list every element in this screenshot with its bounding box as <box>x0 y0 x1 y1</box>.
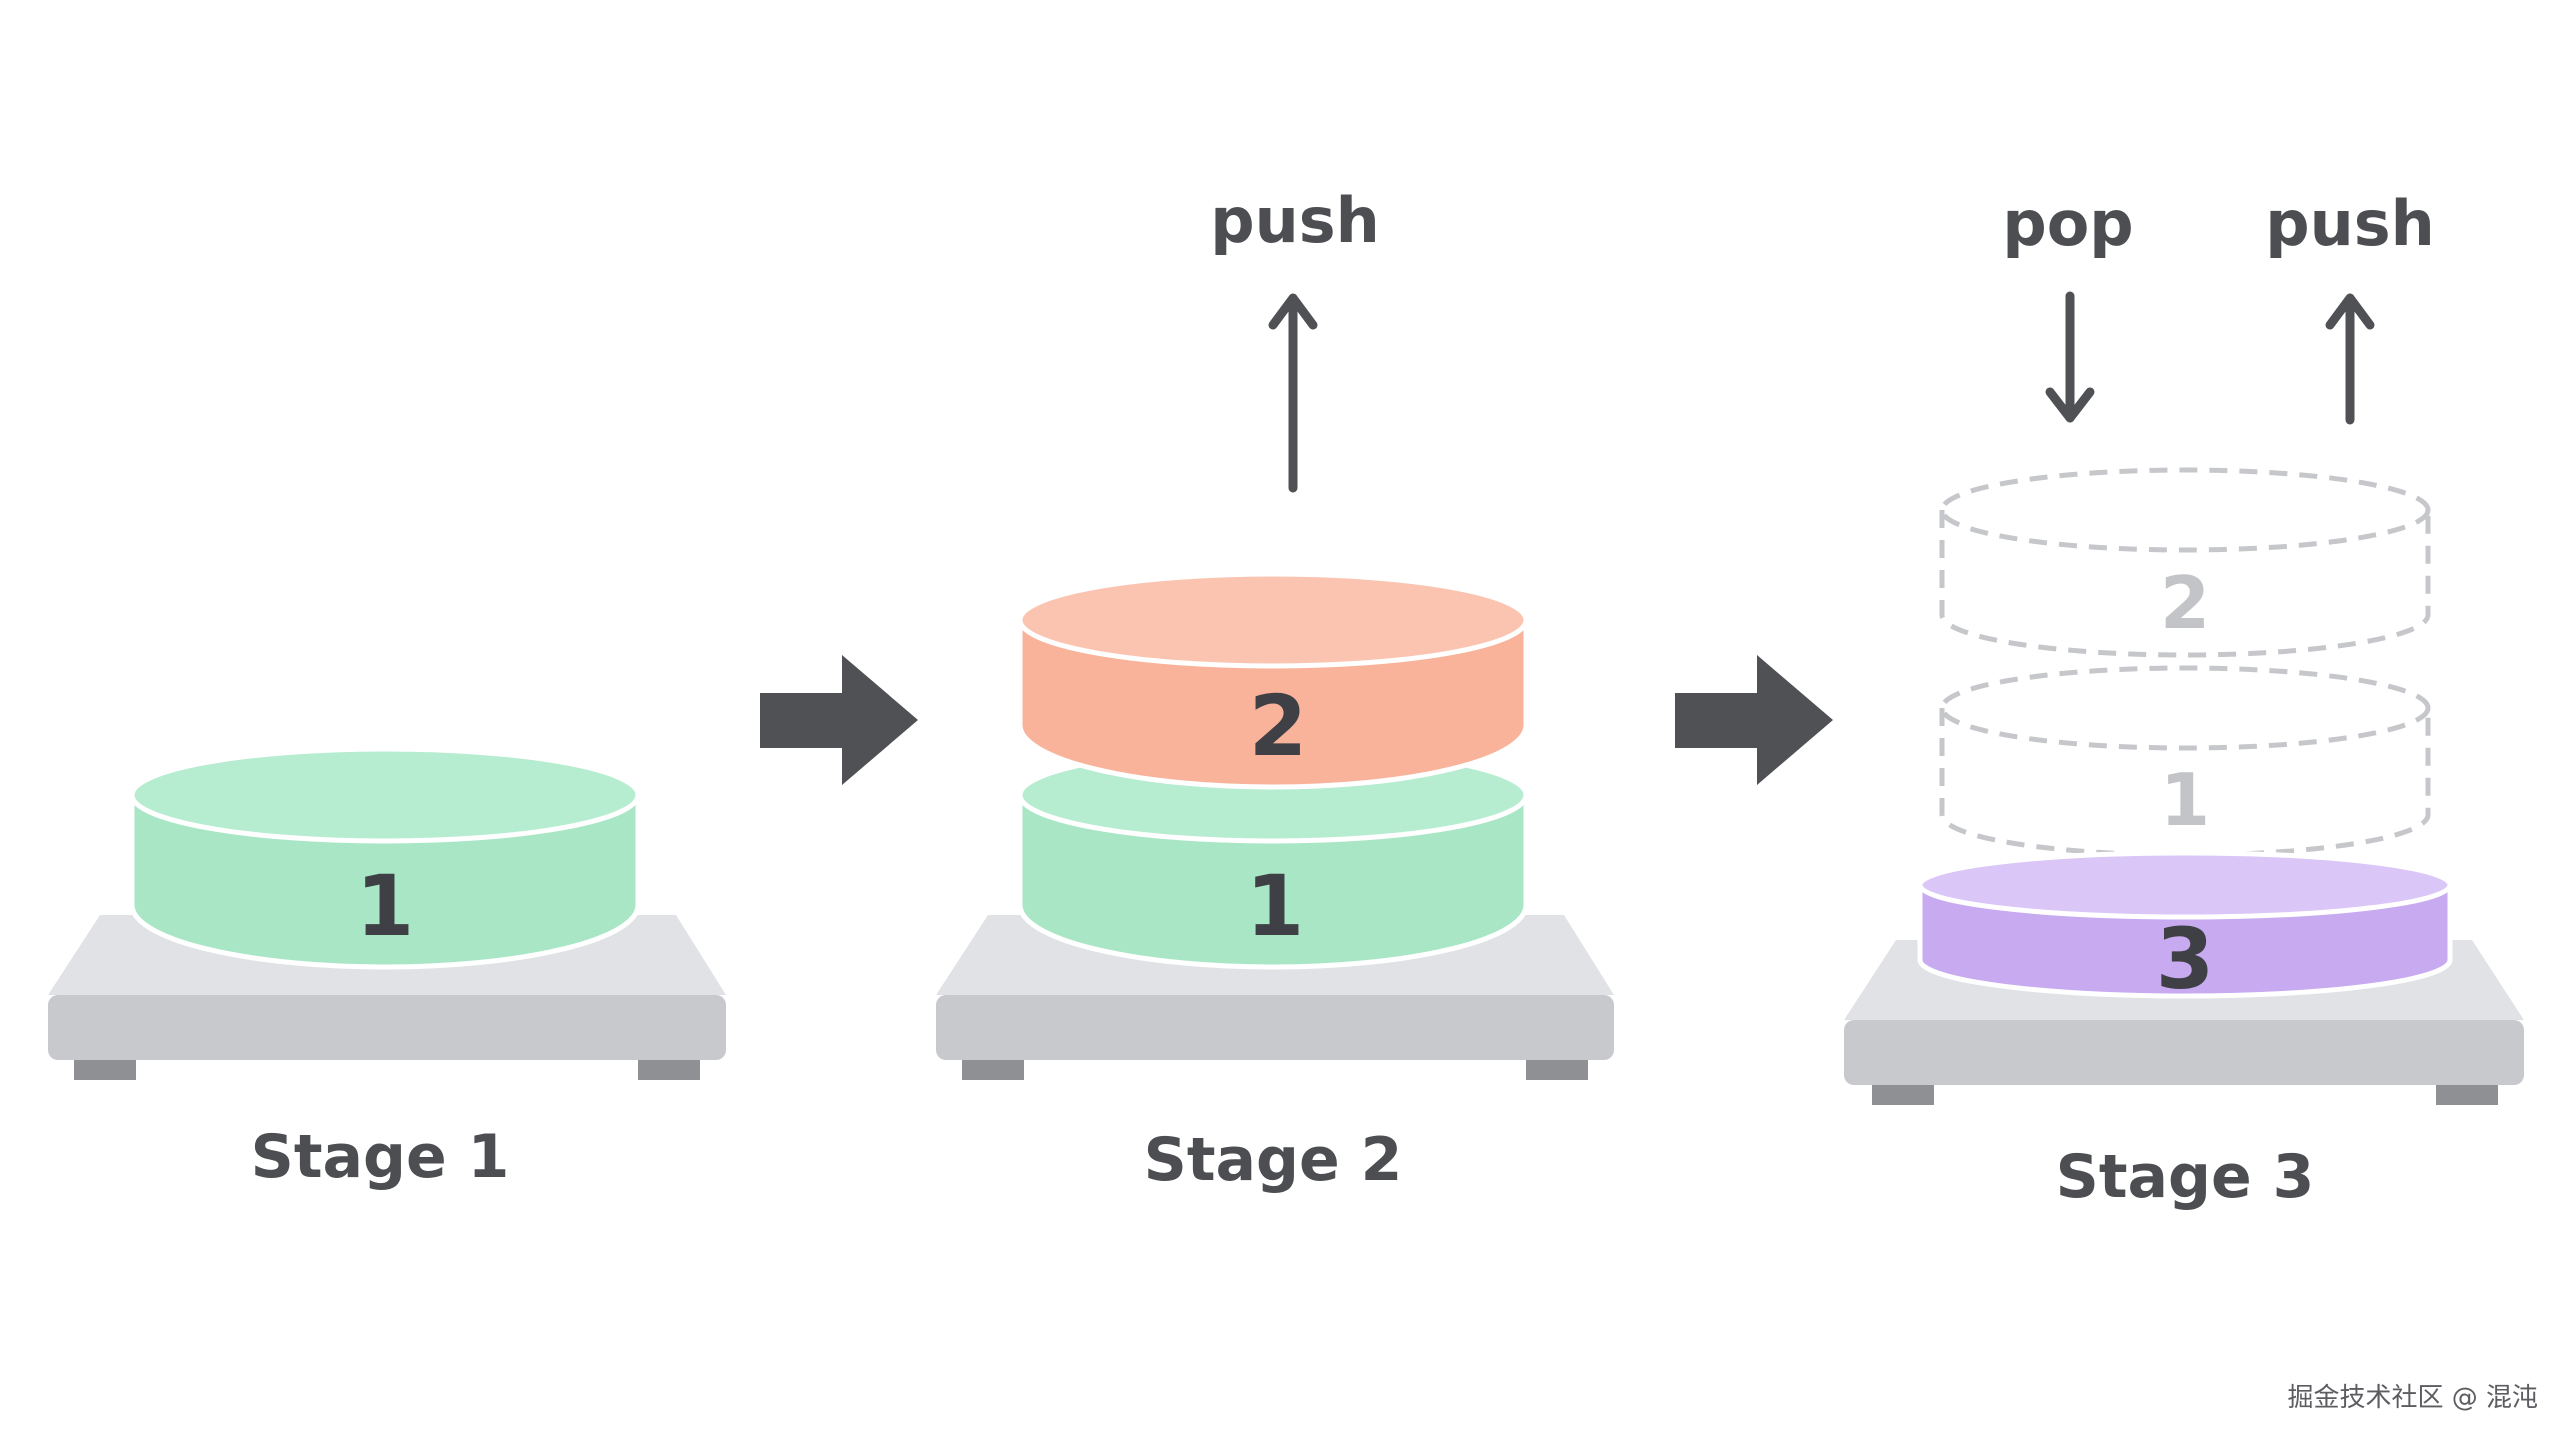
base-foot-left <box>1872 1083 1934 1105</box>
ghost-disk-number: 2 <box>2160 561 2210 645</box>
ghost-disk-top <box>1939 665 2431 751</box>
arrow-right-icon <box>760 655 918 785</box>
disk-body <box>129 792 641 970</box>
stage-2-push-label: push <box>1210 184 1380 257</box>
stage-2-disk-1: 1 <box>1017 746 1529 970</box>
stage-2-disk-2: 2 <box>1017 571 1529 790</box>
stage-1-disk-1: 1 <box>129 746 641 970</box>
stage-3-pop-label: pop <box>2002 187 2133 260</box>
stage-2-push-arrow <box>1268 293 1318 493</box>
base-front <box>48 995 726 1060</box>
base-foot-right <box>1526 1058 1588 1080</box>
stage-1-label: Stage 1 <box>251 1122 510 1192</box>
ghost-disk-body <box>1939 708 2431 858</box>
stage-3-pop-arrow <box>2045 291 2095 423</box>
arrow-down-head-icon <box>2045 387 2095 423</box>
arrow-up-head-icon <box>1268 293 1318 330</box>
arrow-up-head-icon <box>2325 293 2375 330</box>
base-front <box>1844 1020 2524 1085</box>
disk-number: 2 <box>1249 677 1307 775</box>
stage-2: 1 2 push Stage 2 <box>936 184 1614 1195</box>
base-front <box>936 995 1614 1060</box>
base-foot-right <box>638 1058 700 1080</box>
disk-number: 3 <box>2156 910 2214 1008</box>
stage-3-disk-3: 3 <box>1917 850 2453 1008</box>
watermark: 掘金技术社区 @ 混沌 <box>2287 1383 2538 1413</box>
disk-number: 1 <box>1246 857 1304 955</box>
ghost-disk-body <box>1939 510 2431 658</box>
disk-top <box>1917 850 2453 920</box>
ghost-disk-top <box>1939 467 2431 553</box>
stage-3-ghost-disk-1: 1 <box>1939 665 2431 858</box>
disk-top <box>129 746 641 844</box>
base-foot-left <box>74 1058 136 1080</box>
disk-body <box>1017 792 1529 970</box>
base-foot-right <box>2436 1083 2498 1105</box>
ghost-disk-number: 1 <box>2160 758 2210 842</box>
stage-2-label: Stage 2 <box>1144 1125 1403 1195</box>
stage-3-label: Stage 3 <box>2056 1142 2315 1212</box>
stage-3: 2 1 3 pop push Stage 3 <box>1844 187 2524 1212</box>
stage-3-ghost-disk-2: 2 <box>1939 467 2431 658</box>
stage-1: 1 Stage 1 <box>48 746 726 1192</box>
stage-3-push-arrow <box>2325 293 2375 425</box>
stage-3-push-label: push <box>2265 187 2435 260</box>
base-foot-left <box>962 1058 1024 1080</box>
disk-number: 1 <box>356 857 414 955</box>
arrow-right-icon <box>1675 655 1833 785</box>
disk-top <box>1017 571 1529 669</box>
